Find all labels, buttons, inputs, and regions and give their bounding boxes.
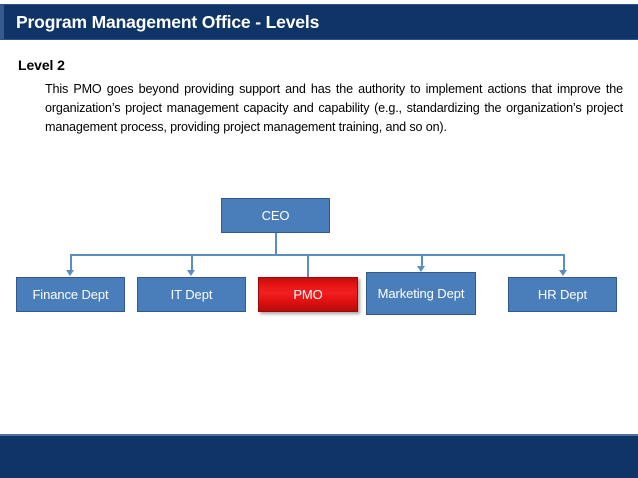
arrowhead-icon-marketing <box>417 266 425 272</box>
connector-drop-marketing <box>421 254 423 267</box>
connector-drop-hr <box>563 254 565 271</box>
level-heading: Level 2 <box>18 57 65 73</box>
org-node-pmo[interactable]: PMO <box>258 277 358 312</box>
slide-header-bar: Program Management Office - Levels <box>0 4 638 40</box>
org-node-marketing-dept[interactable]: Marketing Dept <box>366 272 476 315</box>
connector-drop-pmo <box>307 254 309 277</box>
connector-drop-finance <box>70 254 72 271</box>
connector-horizontal-bus <box>70 254 564 256</box>
org-node-hr-dept[interactable]: HR Dept <box>508 277 617 312</box>
arrowhead-icon-finance <box>66 270 74 276</box>
org-node-ceo[interactable]: CEO <box>221 198 330 233</box>
arrowhead-icon-hr <box>559 270 567 276</box>
org-node-it-dept[interactable]: IT Dept <box>137 277 246 312</box>
org-chart: CEO Finance Dept IT Dept PMO Marketing D… <box>0 190 638 330</box>
page-title: Program Management Office - Levels <box>16 12 320 32</box>
org-node-finance-dept[interactable]: Finance Dept <box>16 277 125 312</box>
level-description-paragraph: This PMO goes beyond providing support a… <box>45 82 623 134</box>
connector-ceo-stem <box>275 233 277 255</box>
connector-drop-it <box>191 254 193 271</box>
slide-footer-bar <box>0 434 638 478</box>
arrowhead-icon-it <box>187 270 195 276</box>
